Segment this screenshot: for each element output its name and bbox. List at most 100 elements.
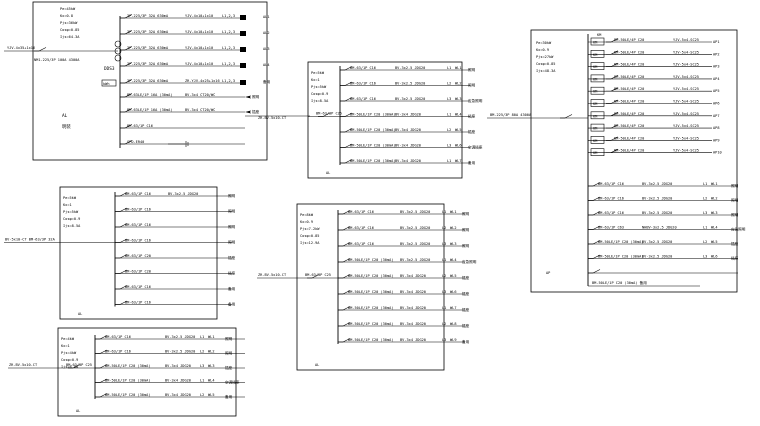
- circuit-cable-label: BV-3x4 CT20/WC: [185, 93, 215, 97]
- breaker-switch-symbol: [124, 93, 133, 98]
- circuit-destination: 备用: [468, 160, 476, 165]
- breaker-switch-symbol: [342, 258, 351, 263]
- circuit-number-label: WL4: [711, 226, 718, 230]
- circuit-phase-label: L1: [442, 306, 446, 310]
- circuit-number-label: WL4: [450, 258, 457, 262]
- panel-bottom-label: AL: [78, 312, 82, 316]
- circuit-number-label: WL1: [450, 210, 457, 214]
- circuit-phase-label: L3: [703, 255, 707, 259]
- panel-param: Cosφ=0.85: [60, 28, 79, 32]
- circuit-destination: 插座: [462, 307, 470, 312]
- circuit-breaker-label: 3P-225/3P 32A 630mA: [127, 30, 169, 34]
- breaker-switch-symbol: [119, 300, 128, 305]
- circuit-cable-label: BV-3x2.5 JDG20: [400, 210, 430, 214]
- panel-bottom-label: AL: [315, 363, 319, 367]
- circuit-number-label: WL6: [450, 290, 457, 294]
- circuit-destination: 照明: [462, 211, 470, 216]
- circuit-breaker-label: BM-63/1P C16: [125, 208, 151, 212]
- circuit-destination: 备用: [225, 394, 233, 399]
- contactor-column-label: KM: [597, 33, 602, 37]
- breaker-switch-symbol: [610, 75, 619, 80]
- contactor-label: KM: [593, 53, 598, 57]
- circuit-breaker-label: BM-50LE/1P C20 (30mA): [350, 128, 395, 132]
- circuit-breaker-label: BM-63/1P C16: [125, 285, 151, 289]
- circuit-destination: 照明: [462, 243, 470, 248]
- contactor-box: [590, 74, 605, 83]
- breaker-switch-symbol: [610, 87, 619, 92]
- breaker-switch-symbol: [124, 30, 133, 35]
- breaker-switch-symbol: [322, 112, 331, 117]
- incoming-cable-label: ZR-BV-5x10-CT: [9, 363, 38, 367]
- circuit-breaker-label: BM-50LE/4P C20: [614, 112, 644, 116]
- circuit-breaker-label: BM-50LE/1P C20 (30mA): [350, 144, 395, 148]
- circuit-destination: AP6: [713, 102, 720, 106]
- circuit-destination: AP9: [713, 138, 720, 142]
- circuit-cable-label: BV-3x4 JDG20: [165, 379, 191, 383]
- breaker-switch-symbol: [342, 322, 351, 327]
- breaker-switch-symbol: [610, 50, 619, 55]
- circuit-destination: 照明: [468, 83, 476, 88]
- feeder-breaker-label: BM-63/3P C25: [305, 273, 331, 277]
- circuit-destination: 空调插座: [468, 145, 483, 150]
- circuit-destination: 备用: [228, 286, 236, 291]
- circuit-cable-label: ZR-YJV-4x25+1x16: [185, 79, 220, 83]
- panel-param: Pe=4kW: [61, 337, 75, 341]
- panel-param: Cosφ=0.9: [61, 358, 78, 362]
- circuit-destination: 照明: [228, 224, 236, 229]
- circuit-breaker-label: BM-63/1P C16: [105, 335, 131, 339]
- circuit-number-label: WL6: [455, 144, 462, 148]
- breaker-switch-symbol: [592, 254, 601, 259]
- circuit-phase-label: L2: [703, 240, 707, 244]
- circuit-breaker-label: BM-63/1P C16: [350, 82, 376, 86]
- breaker-switch-symbol: [119, 238, 128, 243]
- circuit-phase-label: L3: [447, 144, 451, 148]
- panel-param: Pjs=5kW: [63, 210, 79, 214]
- circuit-phase-label: L2: [703, 197, 707, 201]
- contactor-box: [590, 62, 605, 70]
- circuit-destination: 插座: [228, 271, 236, 276]
- breaker-switch-symbol: [592, 196, 601, 201]
- load-block-icon: [240, 63, 246, 68]
- circuit-number-label: WL1: [711, 182, 718, 186]
- circuit-cable-label: BV-3x4 CT20/WC: [185, 108, 215, 112]
- circuit-phase-label: L1: [200, 379, 204, 383]
- panel-param: Cosφ=0.85: [536, 62, 555, 66]
- circuit-destination: 备用: [228, 302, 236, 307]
- circuit-destination: AL2: [263, 31, 270, 35]
- circuit-destination: 插座: [462, 323, 470, 328]
- cabinet-sub-label: 明装: [62, 123, 71, 130]
- circuit-number-label: WL5: [450, 274, 457, 278]
- contactor-box: [590, 99, 605, 107]
- circuit-destination: 照明: [731, 198, 739, 203]
- circuit-tag-label: L1,2,3: [222, 46, 235, 50]
- circuit-breaker-label: 3P-225/3P 32A 630mA: [127, 79, 169, 83]
- circuit-number-label: WL3: [208, 364, 215, 368]
- feeder-breaker-label: BM-63/3P C25: [316, 112, 342, 116]
- cabinet-label: AL: [62, 113, 68, 119]
- main-breaker-label: NM1-225/3P 100A 4300A: [34, 58, 80, 62]
- breaker-switch-symbol: [119, 254, 128, 259]
- circuit-number-label: WL2: [455, 82, 462, 86]
- contactor-label: KM: [593, 127, 598, 131]
- circuit-cable-label: BV-3x2.5 JDG20: [395, 82, 425, 86]
- breaker-switch-symbol: [119, 285, 128, 290]
- breaker-switch-symbol: [610, 99, 619, 104]
- breaker-switch-symbol: [99, 349, 108, 354]
- contactor-label: KM: [593, 41, 598, 45]
- circuit-breaker-label: 3P-225/3P 32A 630mA: [127, 46, 169, 50]
- circuit-number-label: WL8: [450, 322, 457, 326]
- circuit-cable-label: NHBV-3x2.5 JDG20: [642, 226, 677, 230]
- circuit-destination: 备用: [462, 339, 470, 344]
- panel-param: Cosφ=0.85: [300, 234, 319, 238]
- circuit-destination: 应急照明: [731, 227, 746, 232]
- circuit-destination: AP4: [713, 77, 720, 81]
- spare-circuit-label: BM-50LE/1P C20 (30mA) 备用: [592, 280, 647, 285]
- circuit-destination: 照明: [462, 227, 470, 232]
- circuit-phase-label: L3: [703, 211, 707, 215]
- panel-param: Pe=30kW: [536, 41, 552, 45]
- circuit-destination: 照明: [228, 193, 236, 198]
- circuit-number-label: WL5: [455, 128, 462, 132]
- circuit-destination: AL3: [263, 47, 270, 51]
- breaker-switch-symbol: [124, 14, 133, 19]
- load-block-icon: [240, 31, 246, 36]
